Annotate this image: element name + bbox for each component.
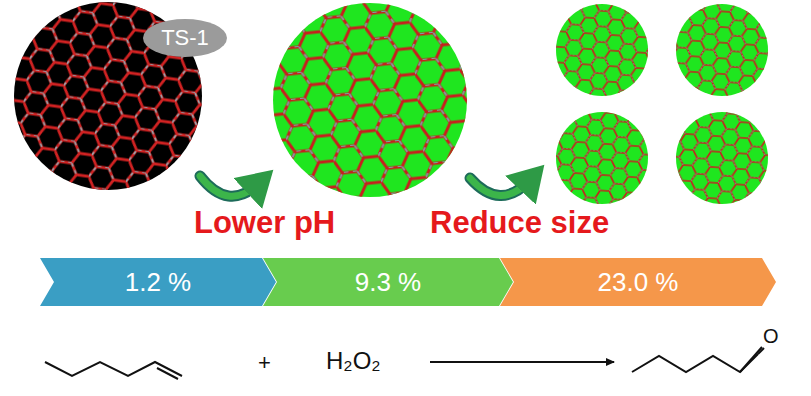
epoxide-structure [632, 347, 764, 372]
node-text: 23.0 % [598, 267, 679, 298]
node-text: 1.2 % [125, 267, 192, 298]
yield-chevron: 23.0 % [500, 258, 776, 306]
reaction-arrow [430, 361, 614, 363]
node-text: 9.3 % [355, 267, 422, 298]
zeolite-circle [273, 3, 467, 197]
reagent-formula: H₂O₂ [326, 349, 381, 373]
process-arrow-outline [200, 176, 258, 196]
sample-label-ellipse: TS-1 [142, 18, 228, 58]
yield-chevron-fill [263, 258, 513, 306]
process-arrow [200, 176, 258, 196]
small-zeolite-circles [556, 4, 768, 204]
oxygen-atom: O [763, 326, 779, 346]
sample-label-ellipse-fill [143, 19, 227, 57]
process-arrow-outline [470, 178, 530, 196]
yield-chevron-fill [40, 258, 276, 306]
process-arrow [470, 178, 530, 196]
hexene-structure [45, 362, 182, 379]
yield-chevron: 1.2 % [40, 258, 276, 306]
yield-chevron-fill [500, 258, 776, 306]
plus-sign: + [258, 352, 271, 374]
yield-chevron: 9.3 % [263, 258, 513, 306]
node-text: TS-1 [161, 25, 209, 51]
step-label: Reduce size [430, 207, 609, 238]
step-label: Lower pH [194, 207, 335, 238]
